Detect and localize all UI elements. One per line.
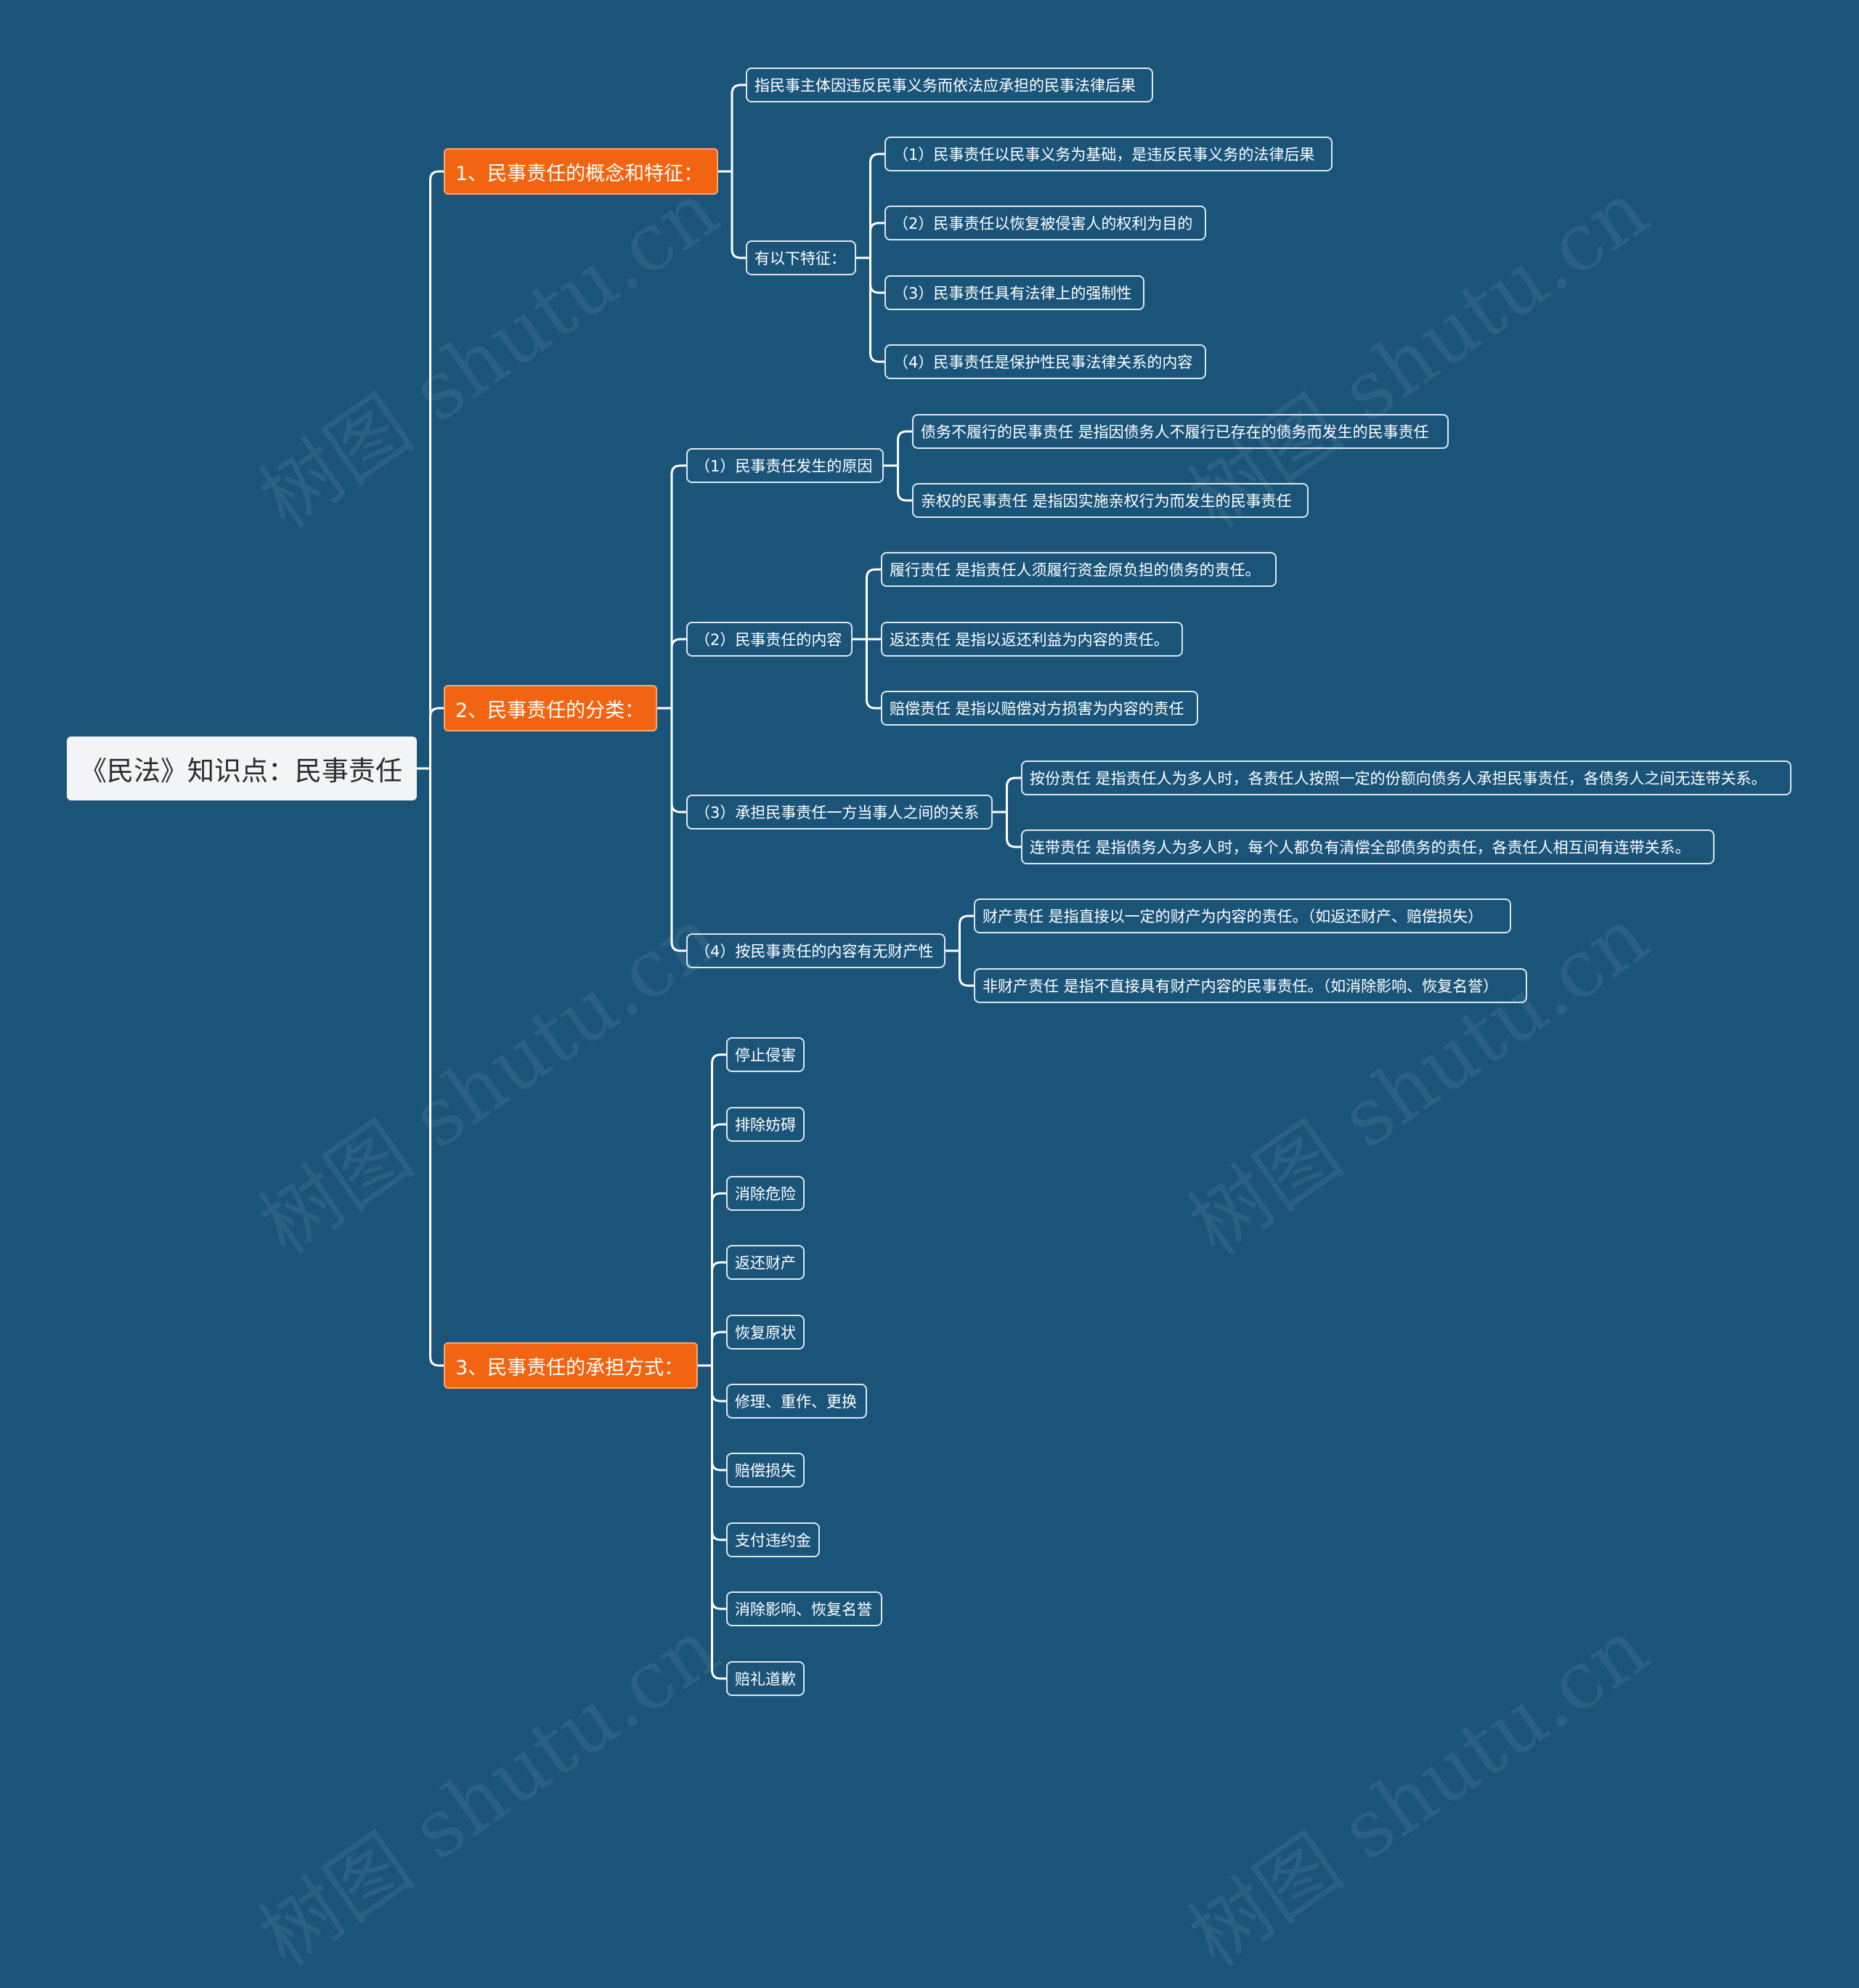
method-item[interactable]: 恢复原状 (726, 1315, 805, 1350)
method-item[interactable]: 赔礼道歉 (726, 1661, 805, 1696)
connector-line (711, 1331, 726, 1366)
classification-item[interactable]: 连带责任 是指债务人为多人时，每个人都负有清偿全部债务的责任，各责任人相互间有连… (1021, 829, 1714, 864)
connector-line (670, 708, 686, 952)
connector-line (711, 1366, 726, 1541)
connector-line (869, 153, 884, 258)
connector-line (731, 171, 746, 259)
connector-line (869, 222, 884, 258)
classification-item[interactable]: 赔偿责任 是指以赔偿对方损害为内容的责任 (881, 691, 1198, 726)
method-item[interactable]: 支付违约金 (726, 1522, 820, 1557)
feature-item[interactable]: （2）民事责任以恢复被侵害人的权利为目的 (884, 206, 1206, 240)
branch-topic-methods[interactable]: 3、民事责任的承担方式： (444, 1342, 698, 1389)
branch-topic-concept[interactable]: 1、民事责任的概念和特征： (444, 148, 718, 195)
concept-definition[interactable]: 指民事主体因违反民事义务而依法应承担的民事法律后果 (746, 68, 1153, 102)
connector-line (897, 430, 912, 466)
feature-item[interactable]: （3）民事责任具有法律上的强制性 (884, 275, 1144, 310)
connector-line (866, 568, 881, 639)
classification-item[interactable]: 亲权的民事责任 是指因实施亲权行为而发生的民事责任 (912, 483, 1309, 518)
classification-item[interactable]: 返还责任 是指以返还利益为内容的责任。 (881, 622, 1183, 657)
connector-line (711, 1366, 726, 1403)
feature-item[interactable]: （4）民事责任是保护性民事法律关系的内容 (884, 344, 1206, 379)
connector-lines (417, 84, 1021, 1680)
feature-item[interactable]: （1）民事责任以民事义务为基础，是违反民事义务的法律后果 (884, 137, 1333, 171)
connector-line (670, 708, 686, 814)
connector-line (866, 639, 881, 710)
connector-line (1006, 776, 1021, 812)
classification-item[interactable]: 财产责任 是指直接以一定的财产为内容的责任。（如返还财产、赔偿损失） (974, 898, 1511, 933)
classification-item[interactable]: 债务不履行的民事责任 是指因债务人不履行已存在的债务而发生的民事责任 (912, 414, 1449, 449)
method-item[interactable]: 消除危险 (726, 1176, 805, 1211)
connector-line (1006, 812, 1021, 848)
connector-line (711, 1366, 726, 1472)
connector-line (711, 1192, 726, 1366)
connector-line (670, 464, 686, 708)
connector-line (869, 258, 884, 363)
connector-line (711, 1261, 726, 1366)
connector-line (711, 1053, 726, 1366)
connector-line (959, 951, 974, 987)
root-topic[interactable]: 《民法》知识点：民事责任 (67, 737, 417, 800)
method-item[interactable]: 赔偿损失 (726, 1453, 805, 1488)
method-item[interactable]: 排除妨碍 (726, 1107, 805, 1142)
method-item[interactable]: 消除影响、恢复名誉 (726, 1591, 882, 1626)
connector-line (670, 638, 686, 708)
classification-item[interactable]: 按份责任 是指责任人为多人时，各责任人按照一定的份额向债务人承担民事责任，各债务… (1021, 760, 1791, 795)
connector-line (731, 84, 746, 171)
classification-content[interactable]: （2）民事责任的内容 (686, 622, 853, 657)
classification-relation[interactable]: （3）承担民事责任一方当事人之间的关系 (686, 795, 993, 829)
connector-line (869, 258, 884, 294)
connector-line (711, 1366, 726, 1680)
classification-item[interactable]: 履行责任 是指责任人须履行资金原负担的债务的责任。 (881, 552, 1277, 587)
method-item[interactable]: 修理、重作、更换 (726, 1384, 867, 1419)
classification-item[interactable]: 非财产责任 是指不直接具有财产内容的民事责任。（如消除影响、恢复名誉） (974, 968, 1527, 1003)
method-item[interactable]: 返还财产 (726, 1245, 805, 1280)
connector-line (959, 914, 974, 951)
classification-property[interactable]: （4）按民事责任的内容有无财产性 (686, 933, 945, 968)
method-item[interactable]: 停止侵害 (726, 1037, 805, 1072)
connector-line (429, 707, 444, 768)
connector-line (711, 1123, 726, 1366)
connector-line (897, 466, 912, 502)
branch-topic-classification[interactable]: 2、民事责任的分类： (444, 685, 657, 731)
classification-cause[interactable]: （1）民事责任发生的原因 (686, 448, 884, 483)
features-heading[interactable]: 有以下特征： (746, 240, 856, 275)
connector-line (429, 170, 444, 768)
connector-line (429, 768, 444, 1367)
